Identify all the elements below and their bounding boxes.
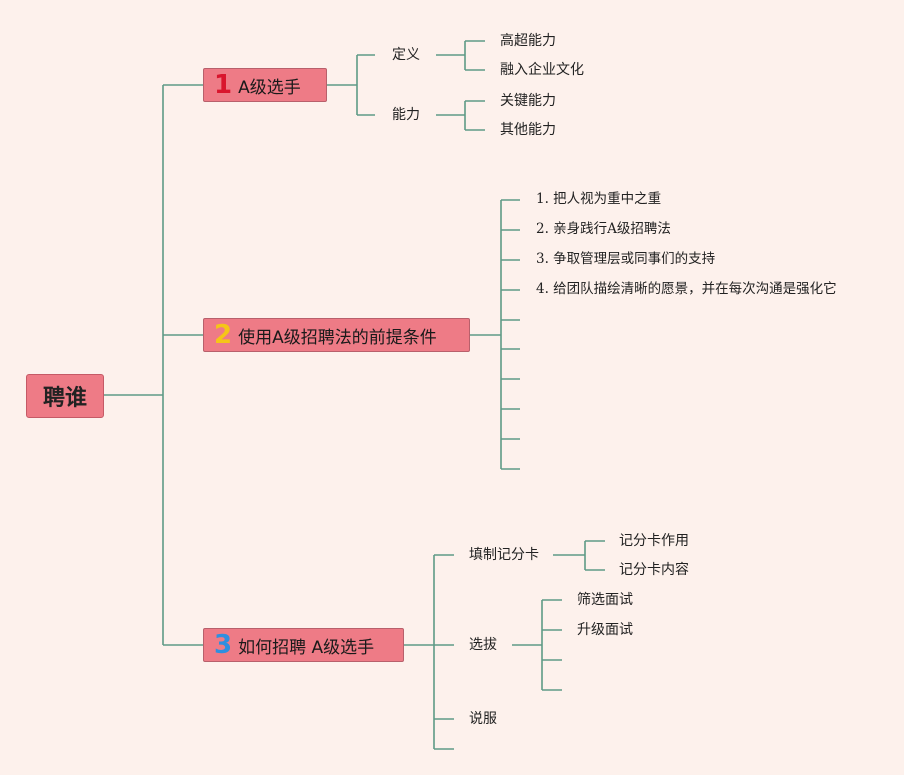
branch-2-label: 使用A级招聘法的前提条件 — [238, 327, 437, 348]
selection-item[interactable]: 升级面试 — [577, 622, 633, 638]
branch-2-node[interactable]: 2 使用A级招聘法的前提条件 — [203, 318, 470, 352]
definition-item[interactable]: 高超能力 — [500, 33, 556, 49]
branch-2-number: 2 — [214, 320, 233, 350]
prerequisite-item[interactable]: 3. 争取管理层或同事们的支持 — [536, 251, 716, 267]
scorecard-item[interactable]: 记分卡作用 — [619, 533, 689, 549]
branch-3-node[interactable]: 3 如何招聘 A级选手 — [203, 628, 404, 662]
branch-1-label: A级选手 — [238, 77, 301, 98]
scorecard-node[interactable]: 填制记分卡 — [469, 547, 539, 563]
ability-item[interactable]: 关键能力 — [500, 93, 556, 109]
branch-1-definition[interactable]: 定义 — [392, 47, 420, 63]
selection-node[interactable]: 选拔 — [469, 637, 497, 653]
branch-1-node[interactable]: 1 A级选手 — [203, 68, 327, 102]
selection-item[interactable]: 筛选面试 — [577, 592, 633, 608]
prerequisite-item[interactable]: 4. 给团队描绘清晰的愿景，并在每次沟通是强化它 — [536, 281, 837, 297]
prerequisite-item[interactable]: 2. 亲身践行A级招聘法 — [536, 221, 671, 237]
root-label: 聘谁 — [42, 386, 87, 411]
ability-item[interactable]: 其他能力 — [500, 122, 556, 138]
scorecard-item[interactable]: 记分卡内容 — [619, 562, 689, 578]
root-node[interactable]: 聘谁 — [26, 374, 104, 418]
branch-3-label: 如何招聘 A级选手 — [238, 637, 375, 658]
persuade-node[interactable]: 说服 — [469, 711, 497, 727]
branch-3-number: 3 — [214, 630, 233, 660]
definition-item[interactable]: 融入企业文化 — [500, 62, 584, 78]
branch-1-ability[interactable]: 能力 — [392, 107, 420, 123]
prerequisite-item[interactable]: 1. 把人视为重中之重 — [536, 191, 662, 207]
branch-1-number: 1 — [214, 70, 233, 100]
